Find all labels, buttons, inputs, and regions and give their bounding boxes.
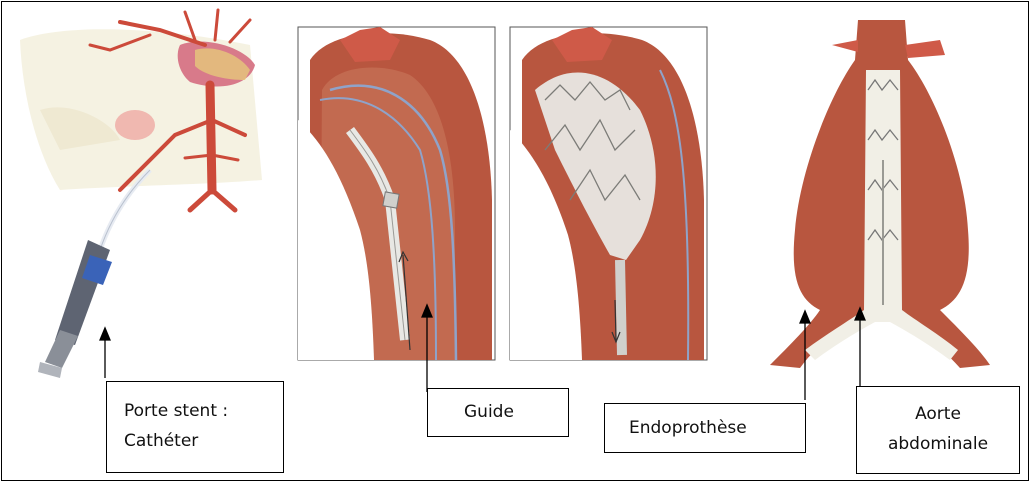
aortic-arch-guide-panel: [298, 27, 495, 360]
label-abdominal-aorta: Aorte abdominale: [856, 386, 1020, 474]
label-guide: Guide: [427, 388, 569, 437]
label-aorta-line1: Aorte: [857, 399, 1019, 429]
label-catheter-line2: Cathéter: [124, 426, 283, 456]
label-guide-text: Guide: [464, 397, 568, 427]
label-catheter: Porte stent : Cathéter: [106, 381, 284, 473]
label-aorta-line2: abdominale: [857, 429, 1019, 459]
label-catheter-line1: Porte stent :: [124, 396, 283, 426]
label-endoprosthesis: Endoprothèse: [604, 403, 806, 453]
body-schematic: [20, 10, 262, 378]
catheter-handle: [38, 240, 112, 378]
label-endoprosthesis-text: Endoprothèse: [629, 413, 805, 443]
aortic-arch-stent-panel: [510, 27, 707, 360]
